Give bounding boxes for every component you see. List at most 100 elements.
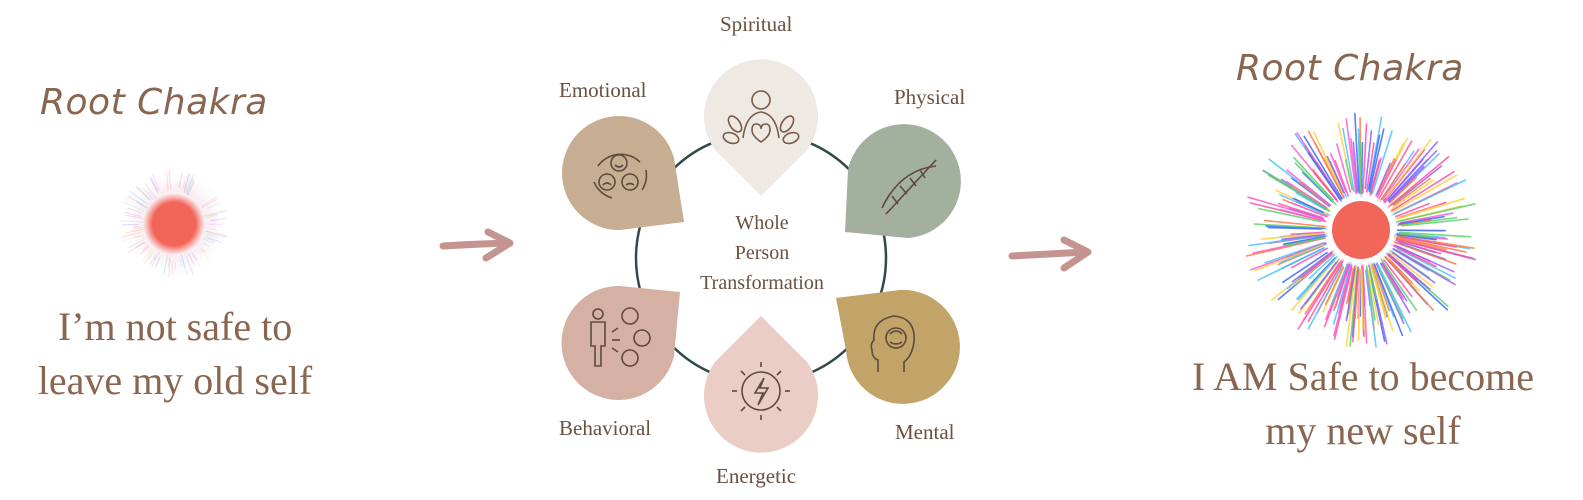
burst-ray — [1279, 243, 1328, 264]
burst-ray — [1368, 134, 1381, 190]
burst-ray — [165, 171, 170, 190]
burst-ray — [1387, 252, 1431, 291]
burst-ray — [186, 178, 194, 194]
burst-ray — [201, 198, 219, 209]
right-statement-line2: my new self — [1265, 408, 1461, 453]
burst-ray — [143, 252, 153, 264]
dna-icon — [881, 159, 937, 215]
burst-ray — [185, 255, 195, 276]
burst-ray — [186, 179, 195, 196]
burst-ray — [1279, 194, 1328, 216]
burst-ray — [1262, 169, 1329, 211]
burst-ray — [1307, 259, 1345, 323]
burst-ray — [1307, 264, 1344, 330]
burst-ray — [1290, 247, 1329, 269]
physical-petal — [845, 124, 961, 238]
burst-ray — [1300, 252, 1333, 279]
burst-ray — [127, 207, 142, 214]
burst-ray — [1365, 142, 1375, 193]
label-mental: Mental — [895, 420, 955, 444]
burst-ray — [1291, 202, 1329, 218]
burst-ray — [1334, 262, 1351, 309]
burst-ray — [1365, 268, 1377, 348]
emotional-petal — [562, 116, 684, 231]
burst-ray — [1377, 157, 1396, 195]
burst-ray — [142, 245, 149, 251]
burst-ray — [1370, 262, 1387, 317]
label-energetic: Energetic — [716, 464, 797, 488]
burst-ray — [153, 256, 157, 261]
burst-ray — [1388, 251, 1433, 288]
burst-ray — [127, 194, 144, 206]
burst-ray — [1376, 159, 1397, 199]
burst-ray — [1279, 208, 1326, 222]
burst-ray — [149, 253, 157, 265]
burst-ray — [1389, 170, 1455, 213]
burst-ray — [1397, 215, 1445, 225]
burst-ray — [203, 209, 225, 217]
burst-ray — [179, 172, 183, 189]
burst-ray — [1391, 179, 1434, 210]
burst-ray — [203, 210, 228, 217]
burst-ray — [210, 218, 227, 221]
burst-ray — [1297, 255, 1338, 301]
burst-ray — [1313, 131, 1344, 194]
burst-ray — [151, 178, 159, 192]
burst-ray — [1330, 262, 1349, 305]
burst-ray — [1381, 264, 1404, 300]
burst-ray — [151, 181, 159, 194]
burst-ray — [1281, 251, 1328, 284]
burst-ray — [1354, 269, 1360, 319]
burst-ray — [1357, 268, 1361, 341]
right-chakra-title: Root Chakra — [1236, 48, 1464, 89]
burst-ray — [140, 246, 150, 255]
burst-ray — [1388, 254, 1419, 283]
center-line2: Person — [734, 242, 790, 264]
burst-ray — [1342, 127, 1355, 193]
burst-ray — [123, 201, 145, 212]
burst-ray — [1397, 235, 1475, 249]
burst-ray — [1352, 141, 1359, 192]
burst-ray — [182, 179, 186, 191]
burst-ray — [208, 232, 228, 239]
burst-ray — [1362, 123, 1368, 194]
burst-ray — [120, 220, 144, 223]
burst-ray — [1373, 262, 1404, 337]
burst-ray — [1394, 204, 1441, 221]
burst-ray — [1392, 248, 1456, 286]
burst-ray — [1394, 239, 1442, 255]
burst-ray — [205, 230, 228, 237]
burst-ray — [206, 215, 218, 219]
burst-ray — [1391, 251, 1436, 284]
burst-ray — [182, 259, 188, 275]
burst-ray — [1376, 261, 1412, 333]
label-emotional: Emotional — [559, 78, 647, 102]
burst-ray — [1399, 231, 1472, 238]
burst-ray — [1263, 219, 1328, 228]
burst-ray — [167, 257, 170, 267]
label-behavioral: Behavioral — [559, 416, 652, 440]
burst-ray — [1360, 268, 1364, 330]
burst-ray — [1303, 135, 1343, 200]
burst-ray — [1345, 118, 1357, 195]
burst-ray — [1396, 238, 1474, 260]
burst-ray — [168, 256, 171, 268]
burst-ray — [1264, 242, 1325, 264]
spiritual-petal — [704, 59, 818, 196]
burst-ray — [1384, 255, 1435, 311]
burst-ray — [1383, 259, 1413, 298]
burst-ray — [151, 174, 160, 191]
burst-ray — [1294, 162, 1337, 206]
burst-ray — [163, 254, 169, 274]
burst-ray — [1388, 176, 1418, 204]
burst-ray — [1248, 233, 1328, 247]
burst-ray — [1383, 141, 1439, 204]
burst-ray — [206, 236, 221, 243]
burst-ray — [1302, 262, 1341, 322]
burst-ray — [183, 173, 191, 193]
burst-ray — [211, 228, 217, 230]
burst-ray — [183, 173, 190, 189]
burst-ray — [1290, 231, 1325, 236]
burst-ray — [1380, 265, 1400, 296]
burst-ray — [1326, 155, 1345, 194]
